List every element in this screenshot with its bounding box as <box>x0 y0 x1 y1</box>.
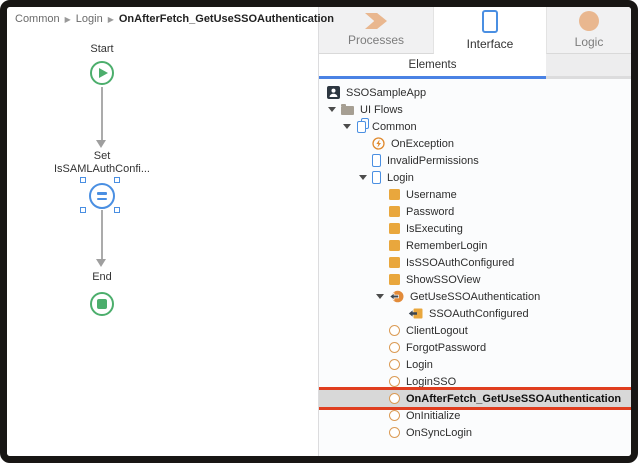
tree-item-oninitialize[interactable]: OnInitialize <box>319 407 631 424</box>
arrow-down-icon <box>96 259 106 267</box>
client-action-icon <box>389 359 400 370</box>
tree-item-ssosampleapp[interactable]: SSOSampleApp <box>319 84 631 101</box>
variable-icon <box>389 189 400 200</box>
breadcrumb: Common ▶ Login ▶ OnAfterFetch_GetUseSSOA… <box>15 13 334 25</box>
selection-handle[interactable] <box>80 177 86 183</box>
end-node-label: End <box>92 271 112 283</box>
assign-label-line1: Set <box>93 150 111 162</box>
tree-item-login-screen[interactable]: Login <box>319 169 631 186</box>
tree-item-isexecuting[interactable]: IsExecuting <box>319 220 631 237</box>
start-node[interactable] <box>90 61 114 85</box>
breadcrumb-item-current[interactable]: OnAfterFetch_GetUseSSOAuthentication <box>118 13 334 25</box>
tab-processes[interactable]: Processes <box>319 7 434 54</box>
ui-flow-icon <box>357 117 369 133</box>
tree-item-onsynclogin[interactable]: OnSyncLogin <box>319 424 631 441</box>
assign-node-label: Set IsSAMLAuthConfi... <box>22 150 182 176</box>
tree-item-onexception[interactable]: OnException <box>319 135 631 152</box>
caret-down-icon[interactable] <box>328 107 336 112</box>
tree-item-forgotpassword[interactable]: ForgotPassword <box>319 339 631 356</box>
client-action-icon <box>389 410 400 421</box>
tree-item-loginsso[interactable]: LoginSSO <box>319 373 631 390</box>
elements-tab-label: Elements <box>408 59 457 71</box>
app-window: Common ▶ Login ▶ OnAfterFetch_GetUseSSOA… <box>7 7 631 456</box>
tree-item-password[interactable]: Password <box>319 203 631 220</box>
tab-logic[interactable]: Logic <box>546 7 631 54</box>
tab-label: Logic <box>574 35 604 49</box>
assign-label-line2: IsSAMLAuthConfi... <box>54 163 150 175</box>
tab-elements[interactable]: Elements <box>319 54 546 79</box>
assign-equals-icon <box>97 197 107 200</box>
tree-item-invalidpermissions[interactable]: InvalidPermissions <box>319 152 631 169</box>
variable-icon <box>389 257 400 268</box>
start-play-icon <box>99 68 108 78</box>
tree-item-isssoauthconfigured[interactable]: IsSSOAuthConfigured <box>319 254 631 271</box>
tab-interface[interactable]: Interface <box>434 7 546 54</box>
elements-bar: Elements <box>319 54 631 79</box>
variable-icon <box>389 206 400 217</box>
elements-bar-spacer <box>546 54 631 79</box>
tree-item-clientlogout[interactable]: ClientLogout <box>319 322 631 339</box>
assign-node[interactable] <box>89 183 115 209</box>
app-icon <box>327 86 340 99</box>
caret-down-icon[interactable] <box>359 175 367 180</box>
breadcrumb-item-common[interactable]: Common <box>15 13 60 25</box>
tab-label: Processes <box>347 33 405 47</box>
tree-item-onafterfetch-getusessoauthentication[interactable]: OnAfterFetch_GetUseSSOAuthentication <box>319 387 631 410</box>
elements-tree: SSOSampleApp UI Flows Common OnException… <box>319 79 631 456</box>
screen-icon <box>372 154 381 167</box>
end-node[interactable] <box>90 292 114 316</box>
tree-item-ui-flows[interactable]: UI Flows <box>319 101 631 118</box>
variable-icon <box>389 223 400 234</box>
client-action-icon <box>389 342 400 353</box>
start-node-label: Start <box>90 43 114 55</box>
selection-handle[interactable] <box>114 177 120 183</box>
screen-icon <box>372 171 381 184</box>
breadcrumb-item-login[interactable]: Login <box>75 13 103 25</box>
exception-icon <box>372 137 385 150</box>
tree-item-ssoauthconfigured[interactable]: SSOAuthConfigured <box>319 305 631 322</box>
tree-item-getusessoauthentication[interactable]: GetUseSSOAuthentication <box>319 288 631 305</box>
tree-item-showssoview[interactable]: ShowSSOView <box>319 271 631 288</box>
variable-icon <box>389 240 400 251</box>
client-action-icon <box>389 427 400 438</box>
panel-tabs: Processes Interface Logic <box>319 7 631 54</box>
breadcrumb-separator-icon: ▶ <box>64 14 71 24</box>
end-stop-icon <box>97 299 107 309</box>
output-parameter-icon <box>408 308 423 319</box>
flow-connector <box>101 87 103 140</box>
processes-chevron-icon <box>365 13 387 29</box>
caret-down-icon[interactable] <box>376 294 384 299</box>
selection-handle[interactable] <box>80 207 86 213</box>
client-action-icon <box>389 376 400 387</box>
flow-connector <box>101 210 103 259</box>
logic-circle-icon <box>579 11 599 31</box>
aggregate-fetch-icon <box>389 290 404 303</box>
tree-item-rememberlogin[interactable]: RememberLogin <box>319 237 631 254</box>
breadcrumb-separator-icon: ▶ <box>107 14 114 24</box>
tree-item-username[interactable]: Username <box>319 186 631 203</box>
assign-equals-icon <box>97 192 107 195</box>
tree-item-common[interactable]: Common <box>319 117 631 135</box>
client-action-icon <box>389 393 400 404</box>
tree-item-login-action[interactable]: Login <box>319 356 631 373</box>
tab-label: Interface <box>466 37 514 51</box>
selection-handle[interactable] <box>114 207 120 213</box>
folder-icon <box>341 104 354 115</box>
flow-canvas[interactable]: Common ▶ Login ▶ OnAfterFetch_GetUseSSOA… <box>7 7 334 456</box>
client-action-icon <box>389 325 400 336</box>
caret-down-icon[interactable] <box>343 124 351 129</box>
interface-phone-icon <box>482 10 498 33</box>
right-panel: Processes Interface Logic Elements SSOSa… <box>318 7 631 456</box>
arrow-down-icon <box>96 140 106 148</box>
variable-icon <box>389 274 400 285</box>
